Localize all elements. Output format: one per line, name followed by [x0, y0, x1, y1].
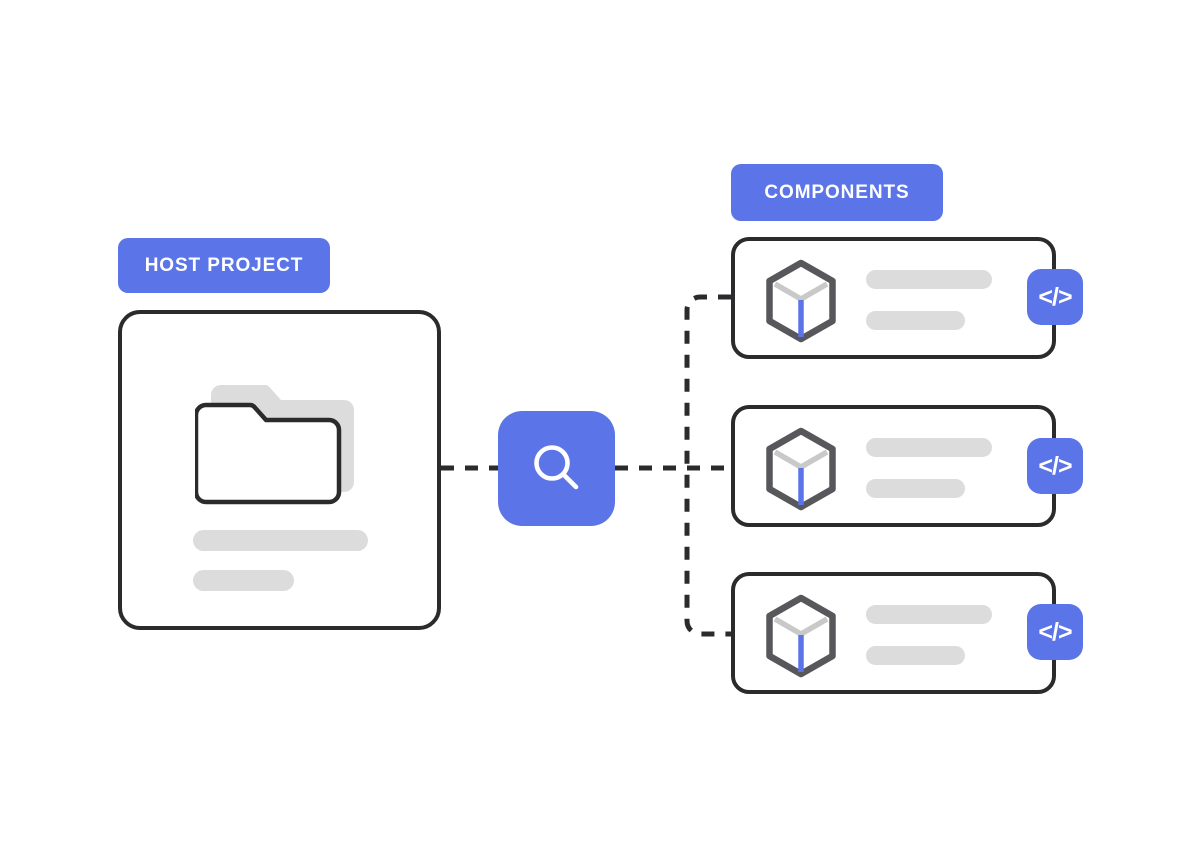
search-node[interactable]: [498, 411, 615, 526]
cube-icon: [766, 594, 836, 678]
host-placeholder-bar-1: [193, 530, 368, 551]
code-badge[interactable]: </>: [1027, 438, 1083, 494]
code-badge-label: </>: [1038, 451, 1072, 480]
code-badge[interactable]: </>: [1027, 604, 1083, 660]
component-card[interactable]: [731, 405, 1056, 527]
component-placeholder-bar-1: [866, 605, 992, 624]
component-placeholder-bar-2: [866, 311, 965, 330]
host-project-badge-label: HOST PROJECT: [144, 254, 304, 276]
code-badge-label: </>: [1038, 282, 1072, 311]
code-badge-label: </>: [1038, 617, 1072, 646]
component-placeholder-bar-2: [866, 646, 965, 665]
components-badge: COMPONENTS: [731, 164, 943, 221]
component-placeholder-bar-1: [866, 270, 992, 289]
component-card[interactable]: [731, 237, 1056, 359]
component-placeholder-bars: [866, 270, 992, 330]
host-placeholder-bar-2: [193, 570, 294, 591]
component-placeholder-bars: [866, 438, 992, 498]
connector-trunk: [684, 294, 731, 637]
search-icon: [533, 444, 578, 489]
host-project-badge: HOST PROJECT: [118, 238, 330, 293]
component-placeholder-bar-1: [866, 438, 992, 457]
component-placeholder-bars: [866, 605, 992, 665]
component-card[interactable]: [731, 572, 1056, 694]
folder-icon: [195, 385, 354, 505]
component-placeholder-bar-2: [866, 479, 965, 498]
code-badge[interactable]: </>: [1027, 269, 1083, 325]
folder-front-shape: [195, 402, 342, 505]
cube-icon: [766, 427, 836, 511]
components-badge-label: COMPONENTS: [764, 181, 910, 203]
cube-icon: [766, 259, 836, 343]
